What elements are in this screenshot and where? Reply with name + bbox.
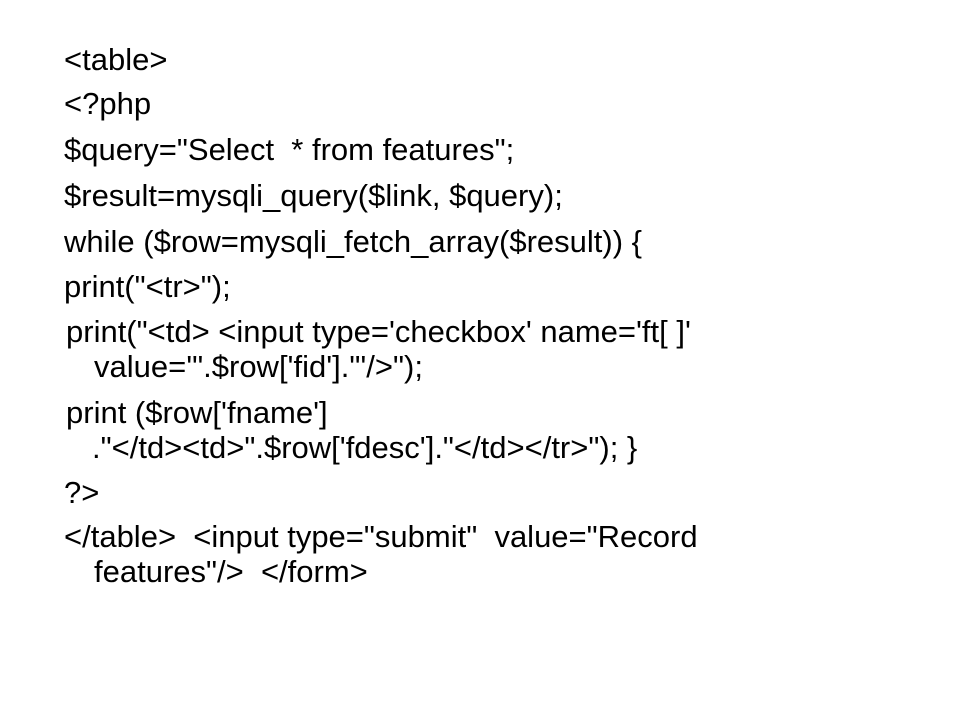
code-line-print-td-checkbox: print("<td> <input type='checkbox' name=…	[66, 314, 691, 349]
code-line-php-close: ?>	[64, 475, 100, 510]
code-line-query: $query="Select * from features";	[64, 132, 515, 167]
code-line-table-close-submit-cont: features"/> </form>	[94, 554, 368, 589]
code-line-table-close-submit: </table> <input type="submit" value="Rec…	[64, 519, 698, 554]
code-line-print-fname: print ($row['fname']	[66, 395, 328, 430]
code-line-print-tr: print("<tr>");	[64, 269, 231, 304]
code-line-php-open: <?php	[64, 86, 152, 121]
code-line-print-td-checkbox-cont: value='".$row['fid']."'/>");	[94, 349, 423, 384]
code-line-result: $result=mysqli_query($link, $query);	[64, 178, 563, 213]
code-line-while: while ($row=mysqli_fetch_array($result))…	[64, 224, 643, 259]
code-line-table-open: <table>	[64, 42, 168, 77]
code-line-print-fname-cont: ."</td><td>".$row['fdesc']."</td></tr>")…	[92, 430, 638, 465]
